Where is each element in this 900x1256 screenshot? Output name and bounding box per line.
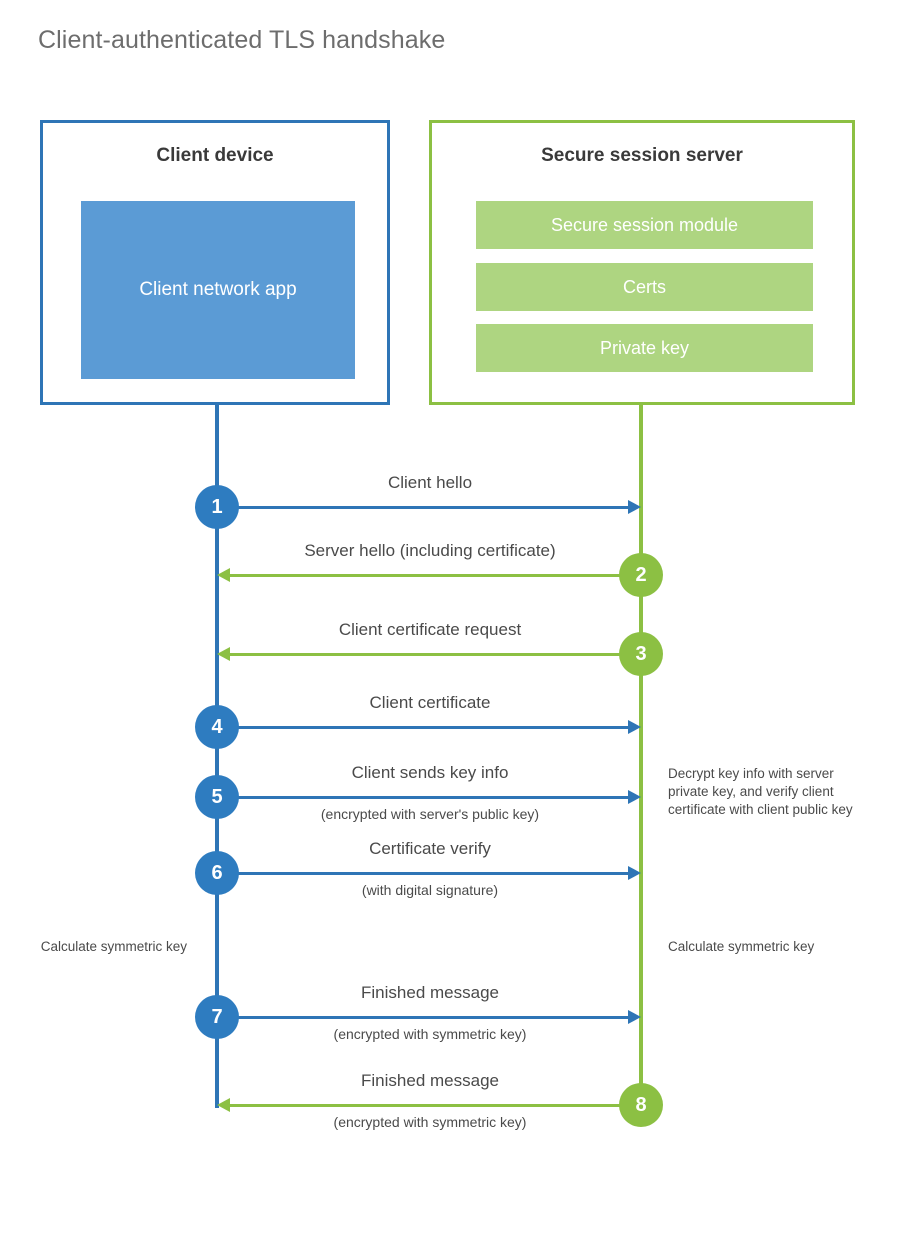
arrow-right-icon-1 [628, 500, 641, 514]
step-circle-4[interactable]: 4 [195, 705, 239, 749]
message-label-2: Server hello (including certificate) [304, 541, 556, 560]
server-lifeline [639, 405, 643, 1108]
page-title: Client-authenticated TLS handshake [38, 26, 446, 54]
message-arrow-line-8 [221, 1104, 641, 1107]
message-label-1: Client hello [387, 473, 473, 492]
step-circle-8[interactable]: 8 [619, 1083, 663, 1127]
message-sublabel-8: (encrypted with symmetric key) [333, 1114, 527, 1130]
arrow-left-icon-8 [217, 1098, 230, 1112]
client-device-title: Client device [156, 145, 274, 166]
server-component-private-key: Private key [476, 324, 813, 372]
message-label-8: Finished message [361, 1071, 499, 1090]
step-circle-2[interactable]: 2 [619, 553, 663, 597]
server-component-certs: Certs [476, 263, 813, 311]
client-network-app-block: Client network app [81, 201, 355, 379]
step-circle-5[interactable]: 5 [195, 775, 239, 819]
client-device-box: Client device Client network app [40, 120, 390, 405]
arrow-right-icon-6 [628, 866, 641, 880]
client-lifeline [215, 405, 219, 1108]
arrow-right-icon-7 [628, 1010, 641, 1024]
server-calculate-symmetric-key-annotation: Calculate symmetric key [668, 939, 815, 954]
message-sublabel-7: (encrypted with symmetric key) [333, 1026, 527, 1042]
message-label-5: Client sends key info [351, 763, 509, 782]
message-arrow-line-5 [217, 796, 637, 799]
message-arrow-line-6 [217, 872, 637, 875]
arrow-right-icon-4 [628, 720, 641, 734]
step-circle-3[interactable]: 3 [619, 632, 663, 676]
message-label-4: Client certificate [369, 693, 491, 712]
message-arrow-line-3 [221, 653, 641, 656]
secure-session-server-title: Secure session server [541, 145, 743, 166]
message-arrow-line-2 [221, 574, 641, 577]
message-sublabel-5: (encrypted with server's public key) [320, 806, 540, 822]
message-label-3: Client certificate request [338, 620, 522, 639]
step-circle-6[interactable]: 6 [195, 851, 239, 895]
message-arrow-line-1 [217, 506, 637, 509]
message-sublabel-6: (with digital signature) [361, 882, 499, 898]
step-circle-7[interactable]: 7 [195, 995, 239, 1039]
message-label-6: Certificate verify [369, 839, 491, 858]
server-component-secure-session-module: Secure session module [476, 201, 813, 249]
secure-session-server-box: Secure session server Secure session mod… [429, 120, 855, 405]
arrow-left-icon-3 [217, 647, 230, 661]
message-label-7: Finished message [361, 983, 499, 1002]
arrow-left-icon-2 [217, 568, 230, 582]
server-decrypt-annotation: Decrypt key info with server private key… [668, 766, 853, 818]
arrow-right-icon-5 [628, 790, 641, 804]
step-circle-1[interactable]: 1 [195, 485, 239, 529]
message-arrow-line-4 [217, 726, 637, 729]
client-calculate-symmetric-key-annotation: Calculate symmetric key [40, 939, 187, 954]
message-arrow-line-7 [217, 1016, 637, 1019]
